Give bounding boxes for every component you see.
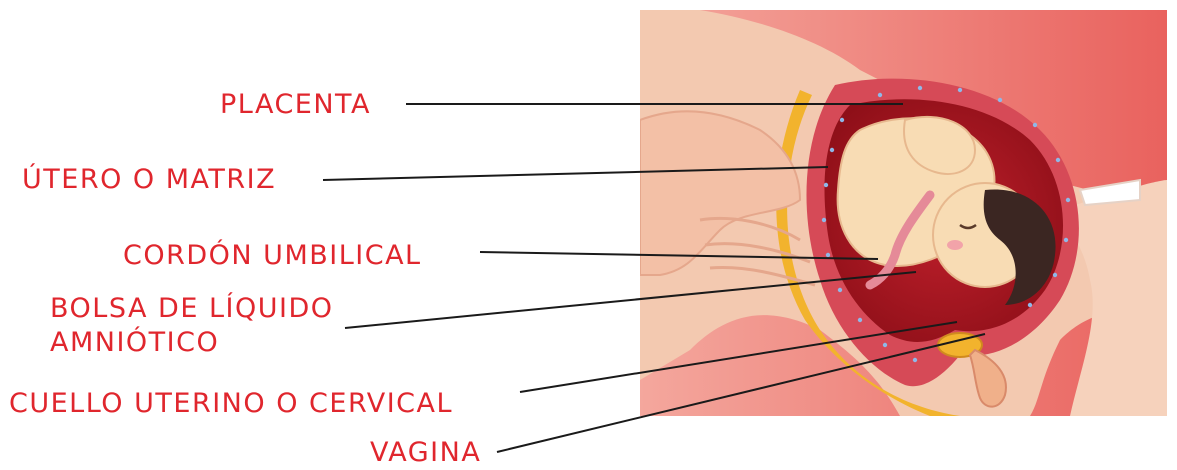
label-utero-o-matriz: ÚTERO O MATRIZ (22, 163, 276, 197)
label-vagina: VAGINA (370, 436, 481, 470)
label-placenta: PLACENTA (220, 88, 371, 122)
label-cordon-umbilical: CORDÓN UMBILICAL (123, 239, 422, 273)
label-cuello-uterino-o-cervical: CUELLO UTERINO O CERVICAL (9, 387, 453, 421)
label-bolsa-line-2: AMNIÓTICO (50, 326, 334, 360)
baby-cheek (947, 240, 963, 250)
label-bolsa-de-liquido-amniotico: BOLSA DE LÍQUIDO AMNIÓTICO (50, 292, 334, 360)
label-bolsa-line-1: BOLSA DE LÍQUIDO (50, 292, 334, 326)
